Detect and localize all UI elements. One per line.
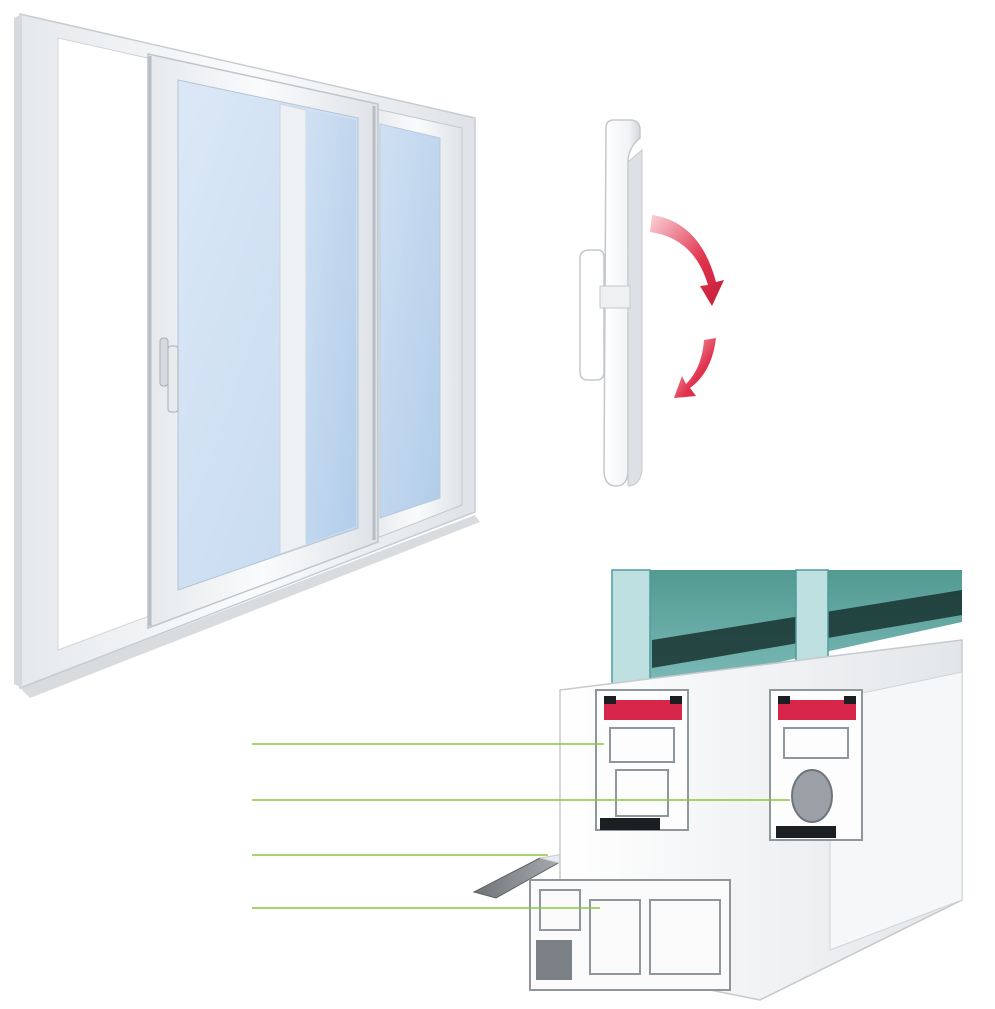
- rotate-arrow-up: [674, 338, 716, 398]
- fixed-sash-glass: [379, 123, 441, 519]
- door-handle[interactable]: [159, 337, 179, 413]
- roller-wheel: [791, 769, 833, 823]
- gasket-black-right-a: [778, 696, 790, 704]
- gasket-black-left-b: [670, 696, 682, 704]
- brush-seal-left: [600, 818, 660, 830]
- frame-chamber-2: [589, 899, 641, 975]
- sliding-sash-stile: [279, 103, 307, 555]
- handle-plate-side: [627, 148, 643, 487]
- frame-steel-insert: [536, 940, 572, 980]
- gasket-black-left-a: [604, 696, 616, 704]
- frame-chamber-1: [539, 889, 581, 931]
- door-frame-edge: [14, 14, 22, 688]
- profile-cross-section: [472, 569, 963, 1001]
- gasket-red-right: [778, 700, 856, 720]
- sliding-sash-glass-right: [306, 110, 356, 544]
- handle-grip-connector: [599, 285, 631, 309]
- chamber-right-1: [783, 727, 849, 759]
- handle-rose: [159, 337, 169, 387]
- rotate-arrow-down: [650, 215, 724, 306]
- brush-seal-right: [776, 826, 836, 838]
- handle-lever: [167, 345, 179, 413]
- sliding-door: [14, 13, 480, 698]
- sliding-door-handle: [579, 119, 724, 487]
- gasket-black-right-b: [844, 696, 856, 704]
- gasket-red-left: [604, 700, 682, 720]
- frame-chamber-3: [649, 899, 721, 975]
- callout-leaders: [252, 743, 790, 909]
- chamber-left-2: [615, 769, 669, 817]
- door-shadow: [20, 515, 480, 698]
- chamber-left-1: [609, 727, 675, 763]
